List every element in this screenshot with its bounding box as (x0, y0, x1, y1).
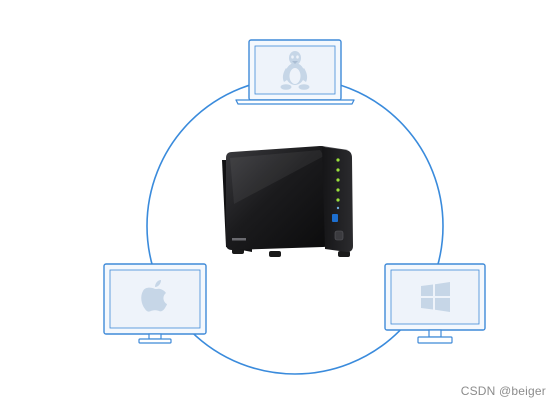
apple-icon (141, 280, 167, 312)
linux-tux-icon (280, 51, 310, 90)
monitor-foot (138, 338, 172, 344)
monitor-foot (417, 336, 453, 344)
windows-desktop (384, 263, 486, 344)
nas-power-button (334, 230, 344, 241)
mac-desktop (103, 263, 207, 344)
nas-server (222, 146, 353, 257)
nas-front-panel (226, 146, 330, 250)
windows-icon (421, 282, 450, 312)
monitor-neck (428, 329, 442, 338)
nas-status-leds (336, 158, 340, 210)
watermark-text: CSDN @beiger (460, 384, 546, 398)
monitor-neck (148, 333, 162, 340)
laptop-base (235, 99, 355, 105)
linux-laptop (235, 39, 355, 105)
nas-usb-port (332, 214, 338, 222)
